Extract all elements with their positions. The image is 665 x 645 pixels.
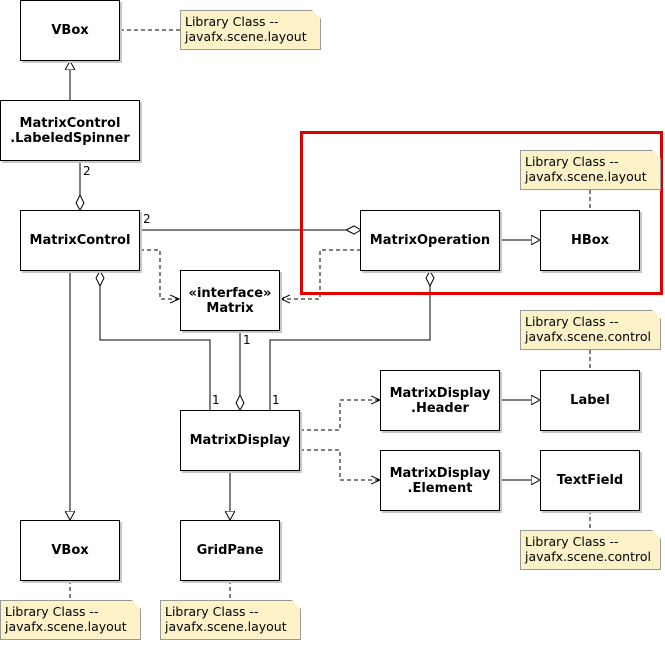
stereotype-label: «interface» [188, 285, 272, 301]
class-name: MatrixOperation [369, 233, 491, 248]
multiplicity-operation-display: 1 [272, 393, 280, 407]
dependency-operation-matrix [281, 249, 361, 299]
highlight-rectangle [300, 131, 663, 295]
class-name: Matrix [206, 300, 254, 316]
note-line-1: Library Class -- [525, 314, 619, 329]
class-vbox-top[interactable]: VBox [20, 0, 120, 61]
class-matrixdisplay-header[interactable]: MatrixDisplay .Header [380, 370, 500, 431]
note-line-2: javafx.scene.layout [5, 619, 127, 634]
note-line-1: Library Class -- [165, 604, 259, 619]
class-name-line-2: .Header [411, 400, 469, 416]
note-label: Library Class -- javafx.scene.control [520, 310, 661, 350]
class-matrixdisplay-element[interactable]: MatrixDisplay .Element [380, 450, 500, 511]
class-name-line-2: .Element [407, 480, 473, 496]
class-name-line-1: MatrixDisplay [389, 385, 491, 401]
note-hbox: Library Class -- javafx.scene.layout [520, 150, 661, 190]
class-vbox-bottom[interactable]: VBox [20, 520, 120, 581]
class-name: MatrixControl [29, 233, 131, 248]
multiplicity-control-operation: 2 [143, 212, 151, 226]
class-name: TextField [556, 473, 624, 488]
note-textfield: Library Class -- javafx.scene.control [520, 530, 661, 570]
class-name: HBox [570, 233, 610, 248]
dependency-display-element [300, 449, 380, 480]
note-line-1: Library Class -- [525, 154, 619, 169]
note-vbox-top: Library Class -- javafx.scene.layout [180, 10, 321, 50]
class-gridpane[interactable]: GridPane [180, 520, 280, 581]
class-name-line-2: .LabeledSpinner [10, 130, 130, 146]
aggregation-display-operation [269, 269, 435, 410]
multiplicity-control-display: 1 [212, 393, 220, 407]
class-name: MatrixDisplay [189, 433, 291, 448]
note-line-1: Library Class -- [525, 534, 619, 549]
dependency-control-matrix [140, 249, 179, 299]
note-line-2: javafx.scene.control [525, 549, 651, 564]
note-line-2: javafx.scene.control [525, 329, 651, 344]
note-line-1: Library Class -- [185, 14, 279, 29]
class-name: VBox [51, 23, 89, 38]
class-textfield[interactable]: TextField [540, 450, 640, 511]
class-matrixcontrol[interactable]: MatrixControl [20, 210, 140, 271]
class-name-line-1: MatrixControl [19, 115, 121, 131]
note-line-1: Library Class -- [5, 604, 99, 619]
multiplicity-interface-display: 1 [243, 333, 251, 347]
note-line-2: javafx.scene.layout [525, 169, 647, 184]
class-matrixdisplay[interactable]: MatrixDisplay [180, 410, 300, 471]
class-matrixcontrol-labeledspinner[interactable]: MatrixControl .LabeledSpinner [0, 100, 140, 161]
class-name-line-1: MatrixDisplay [389, 465, 491, 481]
note-gridpane: Library Class -- javafx.scene.layout [160, 600, 301, 640]
class-label[interactable]: Label [540, 370, 640, 431]
class-name: GridPane [196, 543, 264, 558]
class-name: Label [570, 393, 610, 408]
class-matrixoperation[interactable]: MatrixOperation [360, 210, 500, 271]
multiplicity-spinner-control: 2 [83, 164, 91, 178]
class-matrix-interface[interactable]: «interface» Matrix [180, 270, 280, 331]
note-line-2: javafx.scene.layout [185, 29, 307, 44]
note-vbox-bottom: Library Class -- javafx.scene.layout [0, 600, 141, 640]
aggregation-display-control [95, 269, 211, 410]
class-name: VBox [51, 543, 89, 558]
dependency-display-header [300, 400, 380, 431]
class-hbox[interactable]: HBox [540, 210, 640, 271]
note-line-2: javafx.scene.layout [165, 619, 287, 634]
